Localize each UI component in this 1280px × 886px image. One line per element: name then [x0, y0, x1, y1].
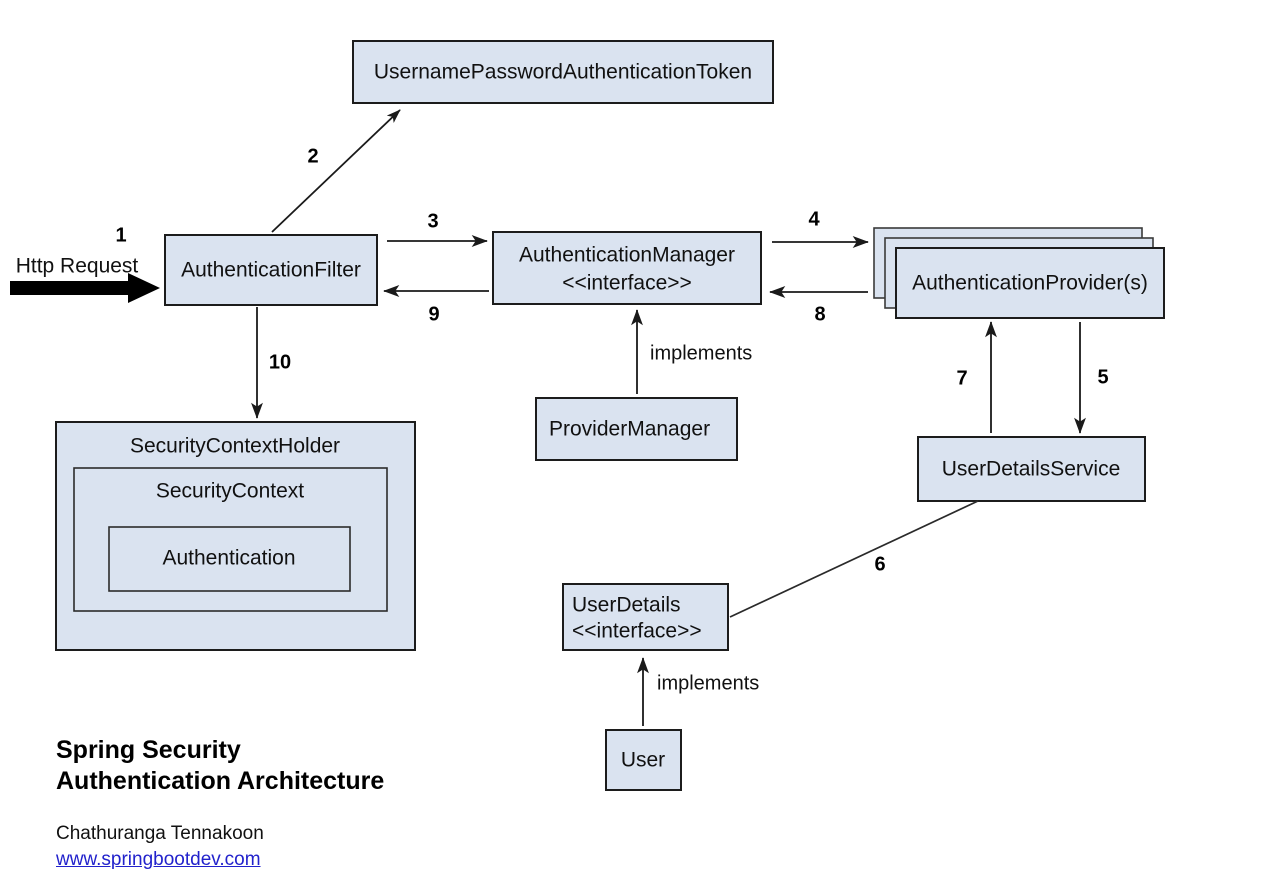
edge-6-line: [729, 500, 979, 618]
diagram-author: Chathuranga Tennakoon: [56, 823, 264, 844]
provider-box-front: [895, 247, 1165, 319]
diagram-title-line2: Authentication Architecture: [56, 767, 385, 796]
step-number-1: 1: [115, 224, 126, 246]
http-request-thick-arrow: [10, 273, 160, 303]
token-label: UsernamePasswordAuthenticationToken: [374, 61, 752, 84]
node-authentication-manager[interactable]: AuthenticationManager <<interface>>: [492, 231, 762, 305]
http-request-label: Http Request: [16, 255, 139, 278]
security-context-label: SecurityContext: [156, 480, 304, 503]
edge-user-details-service-to-user-details: 6: [729, 500, 979, 618]
node-user-details[interactable]: UserDetails <<interface>>: [562, 583, 729, 651]
implements-label-provider-manager: implements: [650, 342, 752, 364]
edge-2-line: [271, 109, 401, 233]
node-user[interactable]: User: [605, 729, 682, 791]
step-number-8: 8: [814, 303, 825, 325]
node-security-context[interactable]: SecurityContext Authentication: [73, 467, 388, 612]
manager-label-line2: <<interface>>: [562, 272, 692, 295]
security-context-holder-label: SecurityContextHolder: [130, 435, 340, 458]
filter-label: AuthenticationFilter: [181, 259, 361, 282]
authentication-box: [108, 526, 351, 592]
step-number-9: 9: [428, 303, 439, 325]
authentication-label: Authentication: [162, 547, 295, 570]
node-provider-manager[interactable]: ProviderManager: [535, 397, 738, 461]
step-number-7: 7: [956, 367, 967, 389]
step-number-10: 10: [269, 351, 291, 373]
diagram-title-line1: Spring Security: [56, 736, 241, 764]
edge-provider-to-manager: 8: [769, 286, 868, 325]
edge-manager-to-filter: 9: [383, 285, 489, 325]
user-box: [605, 729, 682, 791]
provider-manager-label: ProviderManager: [549, 418, 710, 441]
edge-provider-to-user-details-service: 5: [1074, 322, 1109, 434]
edge-http-request: Http Request 1: [10, 224, 160, 303]
diagram-title: Spring Security Authentication Architect…: [56, 735, 384, 798]
step-number-2: 2: [307, 145, 318, 167]
edge-user-implements: implements: [637, 657, 759, 726]
step-number-6: 6: [874, 553, 885, 575]
edge-manager-to-provider: 4: [772, 208, 869, 248]
user-details-label-line2: <<interface>>: [572, 620, 702, 643]
user-details-box: [562, 583, 729, 651]
provider-manager-box: [535, 397, 738, 461]
token-box: [352, 40, 774, 104]
node-authentication[interactable]: Authentication: [108, 526, 351, 592]
user-label: User: [621, 749, 665, 772]
node-security-context-holder[interactable]: SecurityContextHolder SecurityContext Au…: [55, 421, 416, 651]
manager-label-line1: AuthenticationManager: [519, 244, 735, 267]
edge-user-details-service-to-provider: 7: [956, 321, 997, 433]
node-authentication-filter[interactable]: AuthenticationFilter: [164, 234, 378, 306]
user-details-service-label: UserDetailsService: [942, 458, 1121, 481]
implements-label-user: implements: [657, 672, 759, 694]
node-authentication-provider-stack[interactable]: AuthenticationProvider(s): [873, 227, 1165, 319]
step-number-3: 3: [427, 210, 438, 232]
manager-box: [492, 231, 762, 305]
edge-filter-to-context-holder: 10: [251, 307, 291, 419]
filter-box: [164, 234, 378, 306]
provider-label: AuthenticationProvider(s): [912, 272, 1148, 295]
diagram-website-link[interactable]: www.springbootdev.com: [56, 849, 261, 870]
node-user-details-service[interactable]: UserDetailsService: [917, 436, 1146, 502]
step-number-5: 5: [1097, 366, 1108, 388]
user-details-label-line1: UserDetails: [572, 594, 681, 617]
user-details-service-box: [917, 436, 1146, 502]
step-number-4: 4: [808, 208, 820, 230]
edge-provider-manager-implements: implements: [631, 309, 752, 394]
node-username-password-authentication-token[interactable]: UsernamePasswordAuthenticationToken: [352, 40, 774, 104]
edge-filter-to-token: 2: [271, 109, 401, 233]
edge-filter-to-manager: 3: [387, 210, 488, 247]
